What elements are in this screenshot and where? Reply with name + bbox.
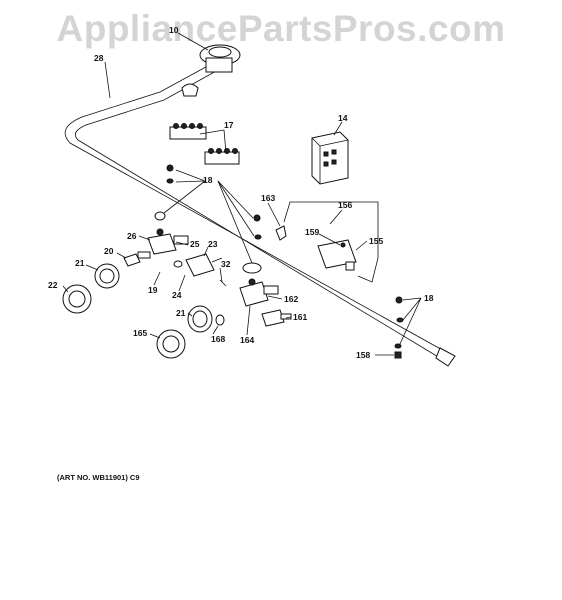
clip [123,253,141,267]
label-22: 22 [48,280,58,290]
terminal-block-lower [204,148,240,165]
label-162: 162 [284,294,298,304]
spark-module [311,131,349,185]
label-163: 163 [261,193,275,203]
label-32: 32 [221,259,231,269]
label-159: 159 [305,227,319,237]
label-165: 165 [133,328,147,338]
thermocouple [261,309,292,327]
spring-washer [215,314,225,326]
part-labels: 10 28 17 14 18 163 156 159 155 26 25 20 … [48,25,434,360]
label-17: 17 [224,120,234,130]
knob-lower [156,329,186,359]
label-164: 164 [240,335,254,345]
elbow-fitting [275,225,287,241]
burner-valve-left [137,228,189,259]
bezel-lower [187,305,213,333]
burner-valve-right [239,262,279,307]
watermark: AppliancePartsPros.com [56,8,506,49]
label-23: 23 [208,239,218,249]
knob-left [62,284,92,314]
spark-switch [173,253,227,287]
label-168: 168 [211,334,225,344]
label-18-upper: 18 [203,175,213,185]
art-number: (ART NO. WB11901) C9 [57,473,140,482]
label-10: 10 [169,25,179,35]
label-19: 19 [148,285,158,295]
label-21-left: 21 [75,258,85,268]
label-156: 156 [338,200,352,210]
label-25: 25 [190,239,200,249]
label-21-lower: 21 [176,308,186,318]
ignition-harness [283,201,379,283]
terminal-block-upper [169,123,207,140]
label-161: 161 [293,312,307,322]
label-26: 26 [127,231,137,241]
label-18-right: 18 [424,293,434,303]
label-28: 28 [94,53,104,63]
label-24: 24 [172,290,182,300]
screw-set-upper [154,164,262,240]
label-158: 158 [356,350,370,360]
screw-set-right [394,296,404,359]
label-14: 14 [338,113,348,123]
manifold-tube [64,61,456,367]
regulator [181,44,241,97]
bezel-left [94,263,120,289]
leader-lines [62,32,422,356]
label-155: 155 [369,236,383,246]
label-20: 20 [104,246,114,256]
